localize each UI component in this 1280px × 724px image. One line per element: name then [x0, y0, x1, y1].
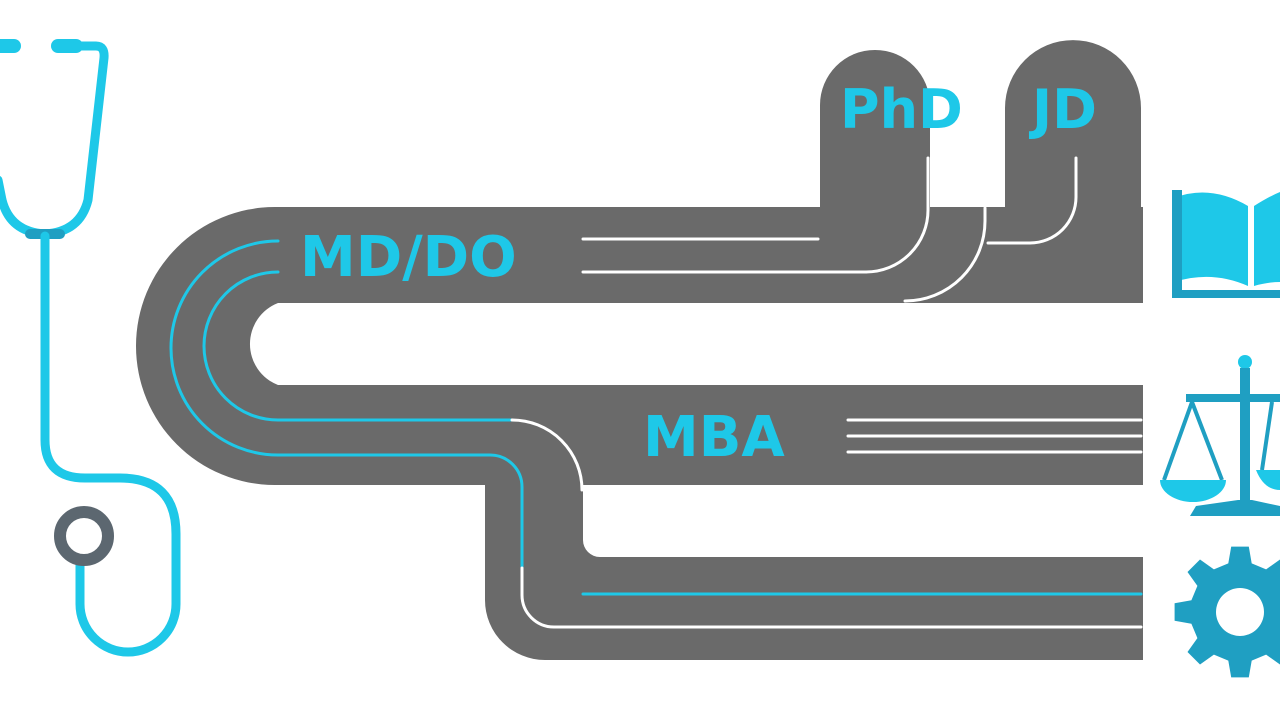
gear-icon: [1174, 546, 1280, 678]
scales-base: [1190, 500, 1280, 516]
lane-loop-outer-white: [520, 566, 1143, 629]
book-icon: [1172, 190, 1280, 298]
lane-lines: [169, 156, 1143, 629]
stethoscope-tube: [40, 231, 181, 657]
lane-loop-inner-white: [510, 418, 584, 492]
scales-left-strings: [1162, 401, 1224, 481]
stethoscope-icon: [0, 39, 181, 657]
scales-pillar: [1240, 368, 1250, 500]
stethoscope-binaural: [0, 41, 109, 239]
road-bottom-curve: [485, 480, 1143, 660]
lane-jd-inner: [986, 156, 1078, 245]
scales-of-justice-icon: [1160, 355, 1280, 516]
label-jd: JD: [1028, 78, 1097, 141]
road-phd-column: [820, 50, 930, 208]
label-mba: MBA: [643, 405, 785, 470]
book-right-page: [1254, 192, 1280, 286]
stethoscope-chestpiece: [54, 506, 114, 566]
label-phd: PhD: [840, 78, 963, 141]
scales-left-pan: [1160, 480, 1226, 502]
degree-labels: MD/DO PhD JD MBA: [300, 78, 1097, 470]
book-left-page: [1174, 192, 1248, 286]
road-md-loop: [136, 207, 1143, 485]
scales-right-pan: [1256, 470, 1280, 490]
scales-right-strings: [1260, 401, 1274, 471]
lane-loop-inner: [202, 270, 514, 422]
gear-hole: [1216, 588, 1264, 636]
scales-beam: [1186, 394, 1280, 402]
lane-phd: [864, 156, 930, 274]
lane-jd-outer: [903, 206, 987, 303]
scales-top-knob: [1238, 355, 1252, 369]
road-network: [136, 40, 1143, 660]
road-jd-column: [1005, 40, 1141, 210]
lane-loop-outer: [169, 239, 524, 570]
label-md-do: MD/DO: [300, 225, 517, 290]
